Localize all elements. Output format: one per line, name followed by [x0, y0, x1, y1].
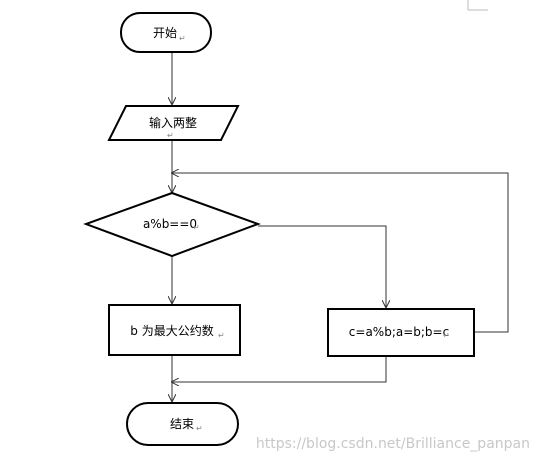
end-label: 结束 [170, 417, 194, 431]
corner-mark [467, 0, 488, 11]
connector-update-to-merge [172, 356, 387, 382]
start-return-mark: ↵ [179, 34, 186, 43]
connectors [172, 52, 509, 401]
result-label: b 为最大公约数 [130, 323, 213, 338]
connector-condition-to-update [258, 225, 386, 307]
end-node: 结束 ↵ [126, 402, 239, 446]
start-label: 开始 [153, 26, 177, 40]
input-return-mark: ↵ [167, 131, 174, 140]
input-node: 输入两整 ↵ [107, 105, 240, 141]
condition-node: a%b==0 ↵ [83, 191, 261, 258]
update-label: c=a%b;a=b;b=c [349, 325, 449, 339]
update-return-mark: ↵ [443, 331, 450, 340]
result-return-mark: ↵ [218, 331, 225, 340]
condition-return-mark: ↵ [193, 223, 200, 232]
input-label: 输入两整 [149, 115, 197, 130]
end-return-mark: ↵ [196, 424, 203, 433]
update-node: c=a%b;a=b;b=c ↵ [327, 308, 475, 357]
result-node: b 为最大公约数 ↵ [108, 304, 241, 356]
connector-loop-back [172, 173, 509, 333]
condition-label: a%b==0 [143, 217, 197, 231]
watermark-text: https://blog.csdn.net/Brilliance_panpan [256, 436, 530, 452]
start-node: 开始 ↵ [120, 12, 212, 53]
